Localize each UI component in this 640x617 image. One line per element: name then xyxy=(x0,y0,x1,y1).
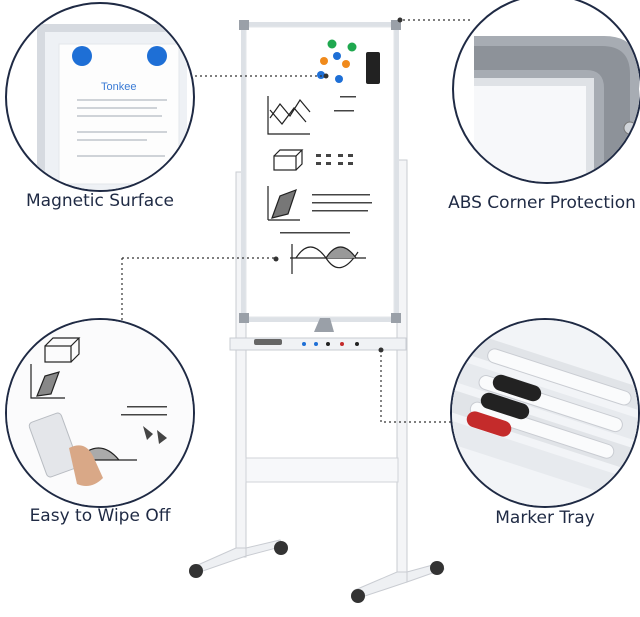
tonkee-logo: Tonkee xyxy=(101,81,136,93)
abs-corner-detail xyxy=(452,0,640,184)
abs-corner-label: ABS Corner Protection xyxy=(448,193,636,213)
marker-tray-label: Marker Tray xyxy=(495,508,595,528)
easy-wipe-detail xyxy=(5,318,195,508)
marker-tray-detail xyxy=(450,318,640,508)
stand-frame xyxy=(189,159,445,603)
easy-wipe-label: Easy to Wipe Off xyxy=(29,506,171,526)
magnetic-surface-detail: Tonkee xyxy=(5,2,195,192)
magnetic-surface-label: Magnetic Surface xyxy=(25,191,174,211)
whiteboard xyxy=(229,20,407,351)
